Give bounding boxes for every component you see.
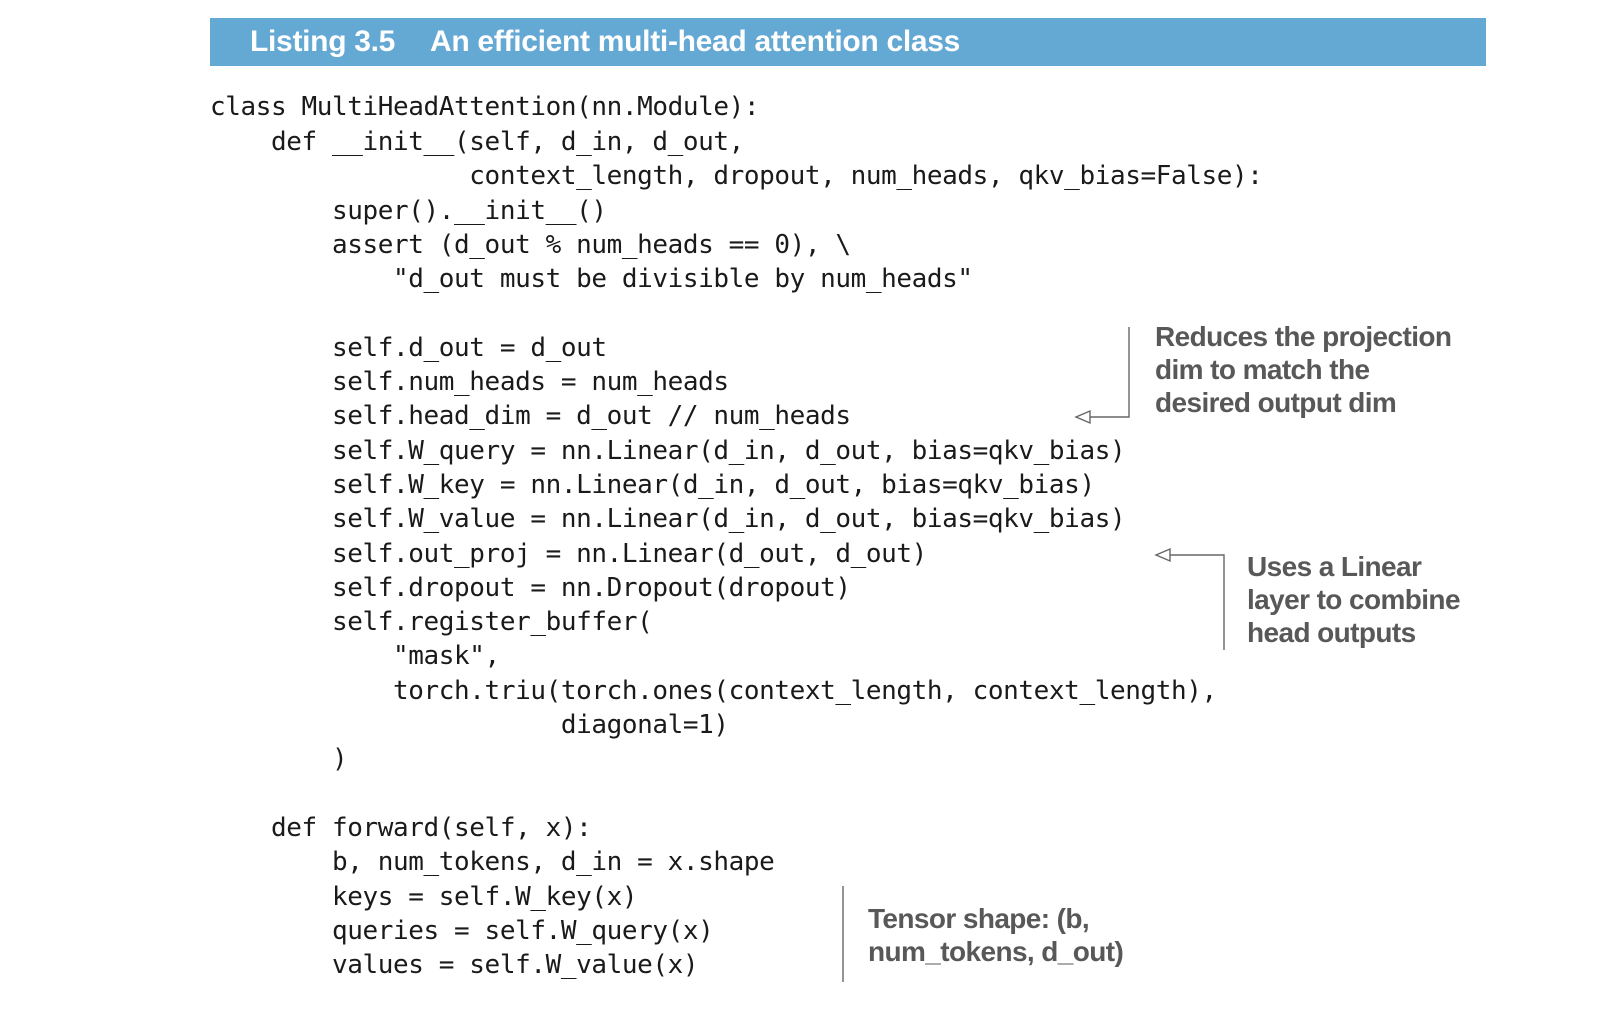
annotation-line: Reduces the projection (1155, 321, 1452, 352)
code-line: self.W_value = nn.Linear(d_in, d_out, bi… (210, 504, 1126, 534)
code-line: "d_out must be divisible by num_heads" (210, 264, 973, 294)
annotation-projection: Reduces the projection dim to match the … (1155, 320, 1452, 419)
code-line: torch.triu(torch.ones(context_length, co… (210, 676, 1217, 706)
code-line: values = self.W_value(x) (210, 950, 699, 980)
code-line: ) (210, 744, 348, 774)
code-line: self.W_key = nn.Linear(d_in, d_out, bias… (210, 470, 1095, 500)
code-line: keys = self.W_key(x) (210, 882, 638, 912)
code-line: self.dropout = nn.Dropout(dropout) (210, 573, 851, 603)
callout-projection-arrowhead (1074, 409, 1091, 425)
code-line: diagonal=1) (210, 710, 729, 740)
listing-label: Listing 3.5 (250, 25, 396, 58)
annotation-line: layer to combine (1247, 584, 1461, 615)
annotation-line: dim to match the (1155, 354, 1370, 385)
listing-title: An efficient multi-head attention class (430, 25, 961, 58)
code-line: b, num_tokens, d_in = x.shape (210, 847, 775, 877)
code-line: def forward(self, x): (210, 813, 592, 843)
code-line: context_length, dropout, num_heads, qkv_… (210, 161, 1263, 191)
annotation-line: Tensor shape: (b, (868, 903, 1090, 934)
annotation-line: num_tokens, d_out) (868, 936, 1124, 967)
code-line: self.W_query = nn.Linear(d_in, d_out, bi… (210, 436, 1126, 466)
annotation-line: desired output dim (1155, 387, 1397, 418)
code-line: queries = self.W_query(x) (210, 916, 714, 946)
listing-banner: Listing 3.5 An efficient multi-head atte… (210, 18, 1486, 66)
annotation-tensor-shape: Tensor shape: (b, num_tokens, d_out) (868, 902, 1124, 968)
code-line: super().__init__() (210, 196, 607, 226)
annotation-linear: Uses a Linear layer to combine head outp… (1247, 550, 1461, 649)
callout-projection-line (1090, 327, 1130, 418)
code-line: self.d_out = d_out (210, 333, 607, 363)
code-line: self.num_heads = num_heads (210, 367, 729, 397)
code-line: self.head_dim = d_out // num_heads (210, 401, 851, 431)
annotation-line: Uses a Linear (1247, 551, 1422, 582)
annotation-line: head outputs (1247, 617, 1416, 648)
code-line: "mask", (210, 641, 500, 671)
code-line: self.out_proj = nn.Linear(d_out, d_out) (210, 539, 927, 569)
code-line: def __init__(self, d_in, d_out, (210, 127, 744, 157)
code-line: class MultiHeadAttention(nn.Module): (210, 92, 760, 122)
code-line: assert (d_out % num_heads == 0), \ (210, 230, 851, 260)
callout-linear-arrowhead (1154, 547, 1171, 563)
code-line: self.register_buffer( (210, 607, 653, 637)
callout-linear-line (1170, 554, 1225, 650)
